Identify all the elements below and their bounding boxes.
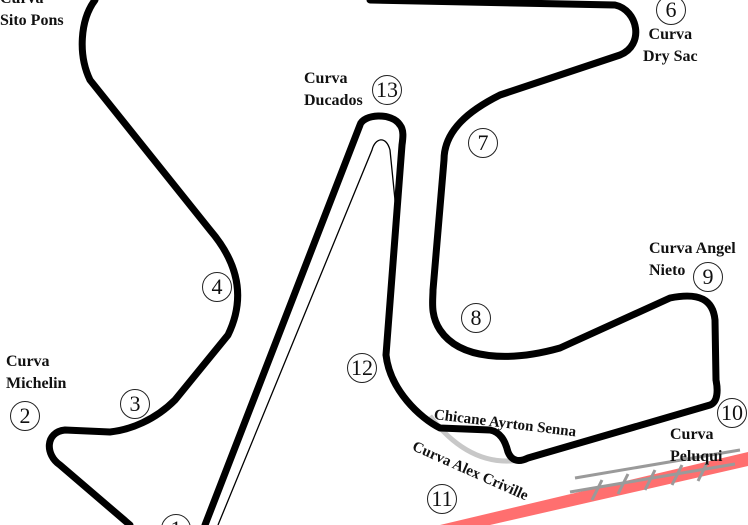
turn-number-11: 11: [427, 484, 457, 514]
track-line-west: [45, 0, 242, 525]
label-sito-pons-line1: Curva: [0, 0, 64, 10]
label-sito-pons: Curva Sito Pons: [0, 0, 64, 32]
label-dry-sac: Curva Dry Sac: [643, 24, 698, 68]
label-peluqui-line1: Curva: [670, 426, 714, 443]
label-ducados-line1: Curva: [304, 70, 348, 87]
turn-number-6: 6: [656, 0, 686, 25]
label-peluqui-line2: Peluqui: [670, 448, 723, 465]
turn-number-7: 7: [468, 128, 498, 158]
turn-number-4: 4: [202, 272, 232, 302]
label-sito-pons-line2: Sito Pons: [0, 12, 64, 29]
label-michelin-line2: Michelin: [6, 375, 67, 392]
pit-lane: [217, 139, 397, 525]
label-angel-nieto: Curva Angel Nieto: [649, 238, 736, 282]
label-angel-nieto-line2: Nieto: [649, 262, 686, 279]
turn-number-9: 9: [693, 262, 723, 292]
label-michelin: Curva Michelin: [6, 351, 66, 395]
label-angel-nieto-line1: Curva Angel: [649, 240, 736, 257]
label-dry-sac-line2: Dry Sac: [643, 48, 698, 65]
turn-number-8: 8: [461, 303, 491, 333]
turn-number-13: 13: [372, 75, 402, 105]
label-peluqui: Curva Peluqui: [670, 424, 722, 468]
turn-number-2: 2: [10, 401, 40, 431]
label-ducados-line2: Ducados: [304, 92, 363, 109]
track-line: [201, 0, 721, 525]
turn-number-12: 12: [347, 353, 377, 383]
logo-watermark: [569, 448, 741, 501]
turn-number-3: 3: [120, 389, 150, 419]
label-michelin-line1: Curva: [6, 353, 50, 370]
label-ducados: Curva Ducados: [304, 68, 363, 112]
label-dry-sac-line1: Curva: [648, 26, 693, 43]
turn-number-10: 10: [717, 398, 747, 428]
